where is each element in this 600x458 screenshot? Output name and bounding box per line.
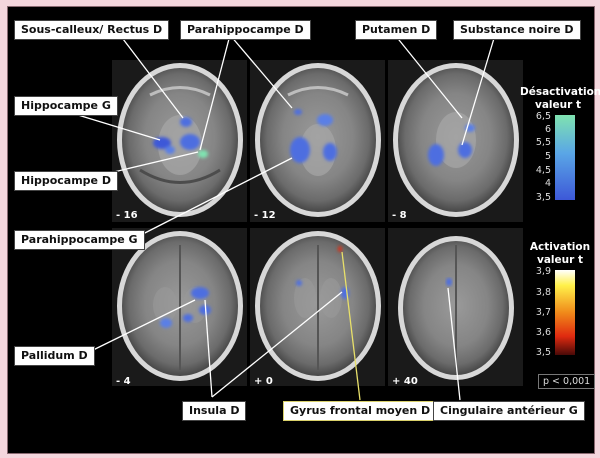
slice-number: + 0	[254, 376, 273, 387]
label-gyrus-frontal-moyen-d: Gyrus frontal moyen D	[283, 401, 438, 421]
activation-tick: 3,6	[535, 327, 551, 338]
pointer-lines	[77, 34, 496, 401]
deactivation-tick: 5	[544, 151, 551, 162]
slice-tile-m4	[112, 228, 247, 386]
activation-tick: 3,7	[535, 307, 551, 318]
deactivation-colorbar	[555, 115, 575, 200]
deactivation-tick: 4	[544, 178, 551, 189]
deactivation-scale-title: Désactivation valeur t	[520, 86, 600, 112]
label-sous-calleux: Sous-calleux/ Rectus D	[14, 20, 170, 40]
deactivation-blobs	[446, 278, 452, 286]
yellow-pointer-line	[341, 251, 361, 401]
label-parahippocampe-g: Parahippocampe G	[14, 230, 145, 250]
deactivation-blobs	[428, 124, 475, 166]
p-value-threshold: p < 0,001	[538, 374, 596, 389]
activation-title-line1: Activation	[529, 241, 591, 253]
label-hippocampe-d: Hippocampe D	[14, 171, 118, 191]
label-parahippocampe-d: Parahippocampe D	[180, 20, 311, 40]
deactivation-tick: 6	[544, 124, 551, 135]
label-cingulaire-anterieur-g: Cingulaire antérieur G	[433, 401, 585, 421]
slice-tile-p0	[250, 228, 385, 386]
slice-number: - 4	[116, 376, 131, 387]
activation-scale-title: Activation valeur t	[528, 241, 592, 267]
slice-number: - 16	[116, 210, 138, 221]
slice-tile-m8	[388, 60, 523, 222]
slice-tile-p40	[388, 228, 523, 386]
deactivation-tick: 4,5	[535, 165, 551, 176]
slice-number: + 40	[392, 376, 418, 387]
label-substance-noire-d: Substance noire D	[453, 20, 581, 40]
deactivation-tick: 6,5	[535, 111, 551, 122]
deactivation-title-line1: Désactivation	[520, 86, 600, 98]
label-putamen-d: Putamen D	[355, 20, 438, 40]
slice-tile-m16	[112, 60, 247, 222]
activation-tick: 3,9	[535, 266, 551, 277]
deactivation-tick: 5,5	[535, 137, 551, 148]
slice-number: - 12	[254, 210, 276, 221]
activation-tick: 3,5	[535, 347, 551, 358]
deactivation-blobs	[153, 117, 208, 158]
deactivation-title-line2: valeur t	[535, 99, 581, 111]
deactivation-blobs	[160, 287, 211, 328]
deactivation-blobs	[290, 109, 337, 163]
activation-title-line2: valeur t	[537, 254, 583, 266]
activation-tick: 3,8	[535, 287, 551, 298]
label-hippocampe-g: Hippocampe G	[14, 96, 118, 116]
label-pallidum-d: Pallidum D	[14, 346, 95, 366]
deactivation-tick: 3,5	[535, 192, 551, 203]
slice-tile-m12	[250, 60, 385, 222]
slice-number: - 8	[392, 210, 407, 221]
label-insula-d: Insula D	[182, 401, 247, 421]
activation-colorbar	[555, 270, 575, 355]
